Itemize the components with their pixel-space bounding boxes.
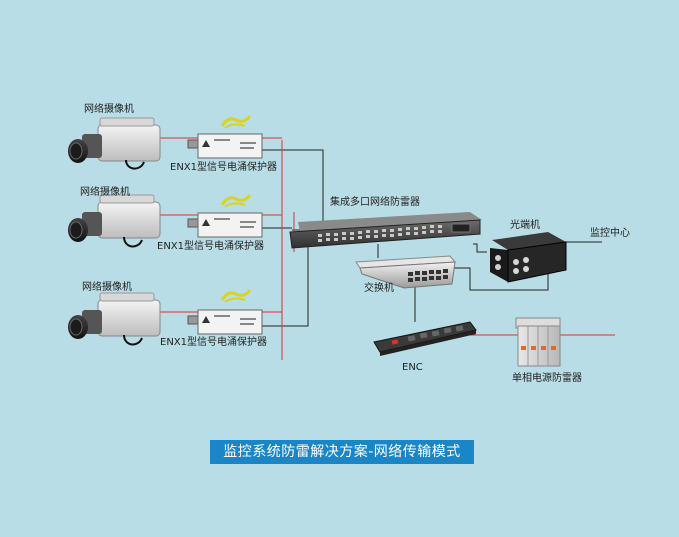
protector-2-label: ENX1型信号电涌保护器 — [157, 241, 265, 252]
camera-1-label: 网络摄像机 — [84, 104, 134, 115]
enc-label: ENC — [402, 362, 423, 373]
multiport-surge-protector — [289, 212, 482, 249]
power-surge-protector — [515, 317, 561, 367]
network-camera-3 — [68, 292, 161, 346]
surge-protector-1 — [187, 115, 263, 159]
multiport-protector-label: 集成多口网络防雷器 — [330, 197, 420, 208]
protector-1-label: ENX1型信号电涌保护器 — [170, 162, 278, 173]
camera-2-label: 网络摄像机 — [80, 187, 130, 198]
diagram-caption: 监控系统防雷解决方案-网络传输模式 — [210, 440, 474, 464]
surge-protector-2 — [187, 194, 263, 238]
network-switch — [355, 255, 457, 289]
switch-label: 交换机 — [364, 283, 394, 294]
power-spd-label: 单相电源防雷器 — [512, 373, 582, 384]
network-camera-1 — [68, 117, 161, 170]
enc-power-strip — [373, 321, 477, 356]
optical-transceiver — [490, 232, 567, 283]
monitoring-center-label: 监控中心 — [590, 228, 630, 239]
protector-3-label: ENX1型信号电涌保护器 — [160, 337, 268, 348]
optical-transceiver-label: 光端机 — [510, 220, 540, 231]
surge-protector-3 — [187, 289, 263, 335]
network-camera-2 — [68, 194, 161, 248]
camera-3-label: 网络摄像机 — [82, 282, 132, 293]
